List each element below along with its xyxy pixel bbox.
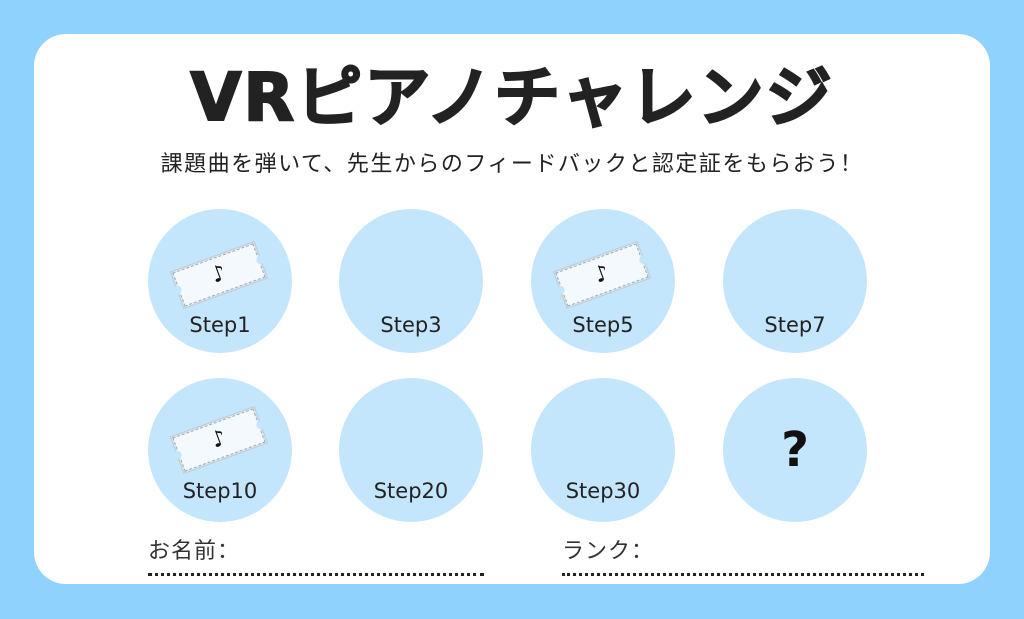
rank-label: ランク： [562,539,655,564]
name-field[interactable] [148,573,484,576]
stamp-label: Step1 [189,313,251,337]
music-note-ticket-icon: ♪ [170,239,268,311]
stamp-step7[interactable]: Step7 [723,209,867,353]
card-subtitle: 課題曲を弾いて、先生からのフィードバックと認定証をもらおう！ [160,152,864,177]
stamp-label: Step10 [182,479,258,503]
music-note-icon: ♪ [207,260,230,289]
stamp-step1[interactable]: ♪ Step1 [148,209,292,353]
music-note-icon: ♪ [207,425,230,454]
stamp-label: Step3 [380,313,442,337]
music-note-icon: ♪ [590,260,613,289]
rank-field[interactable] [562,573,924,576]
stamp-step10[interactable]: ♪ Step10 [148,378,292,522]
question-mark-icon: ? [781,422,809,478]
stamp-label: Step20 [373,479,449,503]
music-note-ticket-icon: ♪ [170,404,268,476]
stamp-step3[interactable]: Step3 [339,209,483,353]
stamp-label: Step30 [565,479,641,503]
name-label: お名前： [148,539,241,564]
stamp-label: Step7 [764,313,826,337]
stamp-label: Step5 [572,313,634,337]
stamp-mystery[interactable]: ? [723,378,867,522]
stamp-step20[interactable]: Step20 [339,378,483,522]
stamp-step5[interactable]: ♪ Step5 [531,209,675,353]
music-note-ticket-icon: ♪ [553,239,651,311]
card-title: VRピアノチャレンジ [189,58,834,137]
stamp-step30[interactable]: Step30 [531,378,675,522]
